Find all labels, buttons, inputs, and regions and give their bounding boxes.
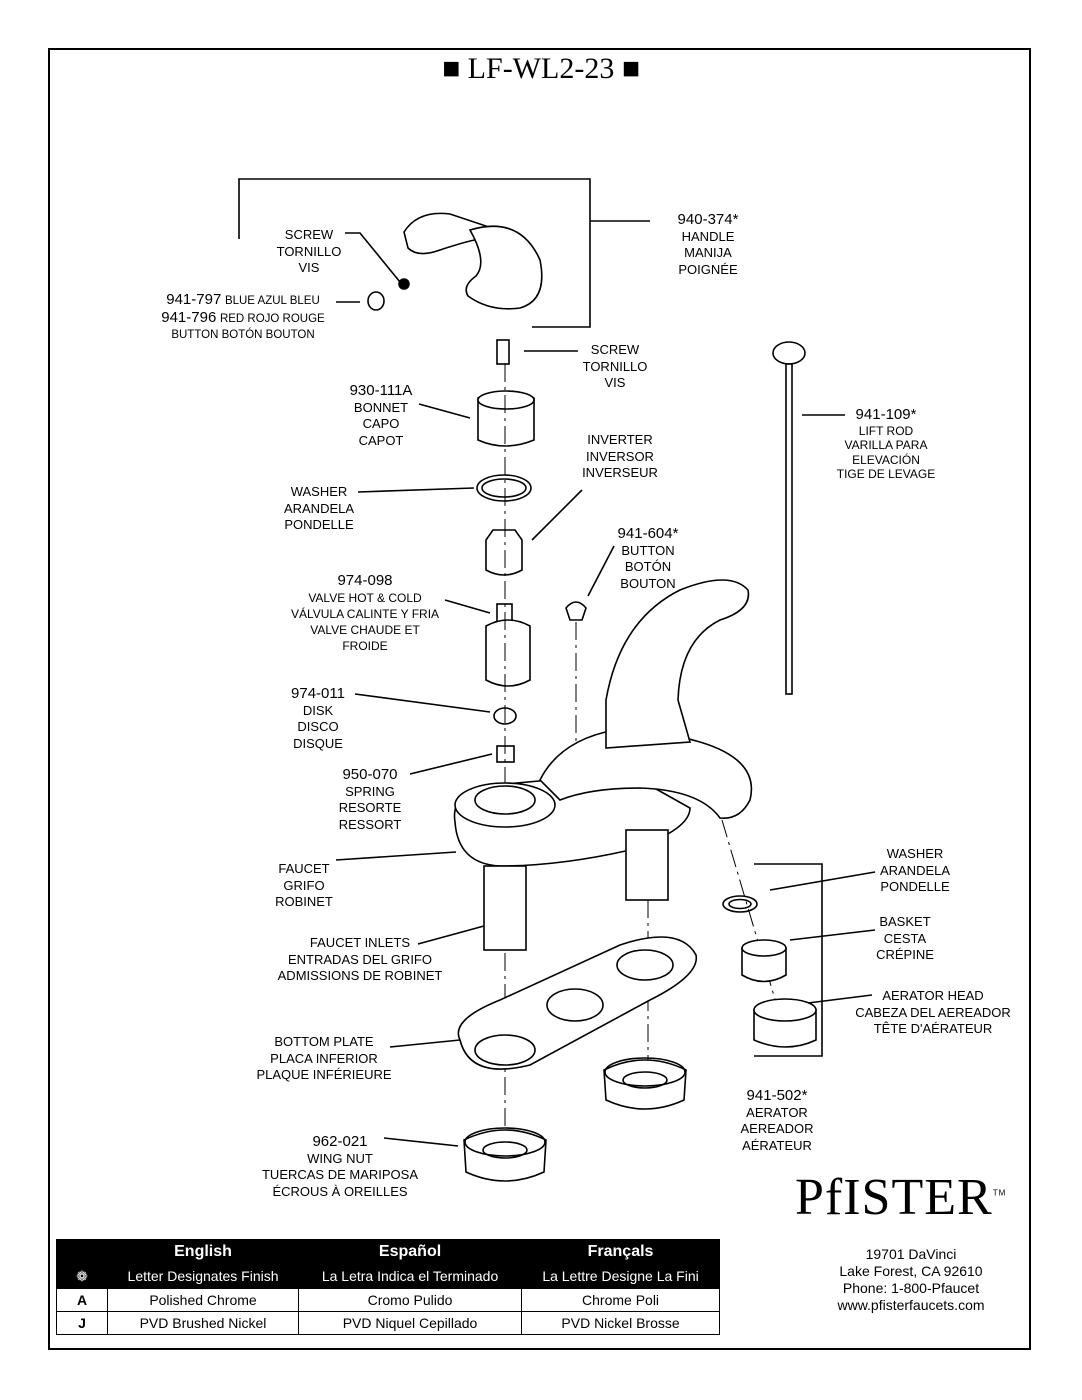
header-espanol: Español (298, 1239, 523, 1264)
basket (741, 947, 787, 983)
aerator-bracket (754, 863, 823, 1057)
page-frame (48, 48, 1031, 1350)
table-row: J PVD Brushed Nickel PVD Niquel Cepillad… (56, 1311, 720, 1335)
table-row: A Polished Chrome Cromo Pulido Chrome Po… (56, 1288, 720, 1312)
label-button-color: 941-797 BLUE AZUL BLEU 941-796 RED ROJO … (161, 291, 325, 341)
finish-symbol-icon: ❁ (56, 1263, 108, 1289)
spout-neck (605, 579, 750, 749)
button-color (367, 291, 385, 311)
bottom-plate (457, 936, 698, 1070)
inlet-right (625, 829, 669, 901)
brand-logo: PfISTERTM (795, 1169, 1007, 1226)
handle-body (465, 225, 543, 310)
header-francais: Françals (521, 1239, 720, 1264)
washer-top (476, 474, 532, 502)
lift-rod-knob (772, 341, 806, 365)
inlet-left (483, 865, 527, 951)
website-link[interactable]: www.pfisterfaucets.com (837, 1297, 985, 1313)
address-block: 19701 DaVinci Lake Forest, CA 92610 Phon… (800, 1246, 1022, 1314)
wing-nut-right (603, 1059, 687, 1110)
model-title: ■ LF-WL2-23 ■ (442, 52, 640, 85)
header-english: English (106, 1239, 300, 1264)
screw-mid (496, 339, 510, 365)
finish-table: English Español Françals ❁ Letter Design… (56, 1239, 720, 1335)
button-part (565, 601, 587, 621)
screw-top (398, 278, 410, 290)
valve-body (485, 619, 531, 687)
inverter (485, 529, 523, 576)
lift-rod (785, 363, 793, 695)
handle-bracket (238, 178, 591, 328)
washer-right (722, 895, 758, 913)
